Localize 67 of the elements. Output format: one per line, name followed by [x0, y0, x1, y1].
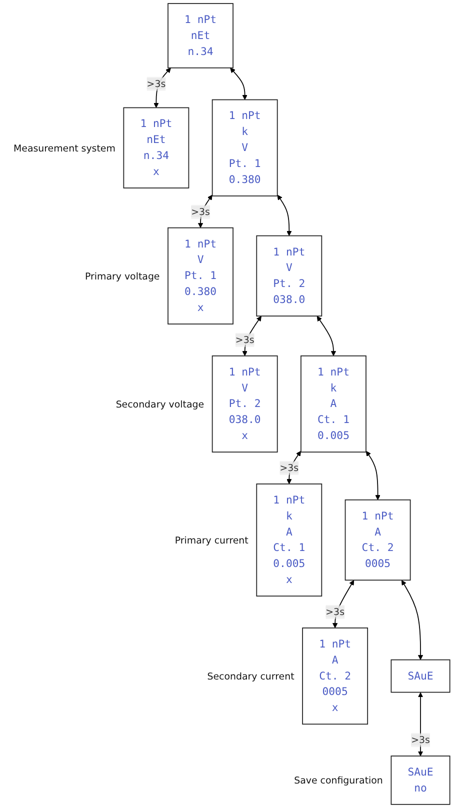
display-readout: 1 nPt V Pt. 1 0.380 x: [184, 236, 216, 316]
node-label: x: [152, 166, 160, 178]
display-readout: 1 nPt k V Pt. 1 0.380: [228, 108, 261, 188]
node-label: V: [197, 254, 204, 266]
node-label: 0.380: [228, 174, 261, 186]
edge-label: >3s: [146, 78, 166, 90]
node-label: 1 nPt: [317, 366, 350, 378]
edge-label: >3s: [280, 462, 298, 474]
node-label: 0.380: [184, 286, 216, 298]
edge-label: >3s: [410, 734, 430, 746]
node-label: x: [332, 702, 338, 714]
edge-label: >3s: [235, 334, 254, 346]
node-label: A: [286, 526, 292, 538]
node-label: 1 nPt: [184, 238, 216, 250]
node-label: V: [241, 142, 248, 154]
display-readout: SAuE no: [408, 765, 434, 796]
step-caption: Primary current: [174, 536, 248, 547]
node-label: Ct. 1: [272, 542, 305, 554]
node-label: 0.005: [317, 430, 350, 442]
display-readout: 1 nPt A Ct. 2 0005 x: [318, 637, 351, 716]
node-label: Pt. 1: [184, 270, 216, 282]
node-label: Ct. 2: [362, 542, 394, 554]
node-label: Ct. 1: [317, 414, 350, 426]
node-label: x: [197, 302, 204, 314]
node-label: k: [241, 126, 248, 138]
node-label: Ct. 2: [318, 670, 351, 682]
node-label: 1 nPt: [228, 110, 261, 122]
display-readout: 1 nPt k A Ct. 1 0.005 x: [272, 493, 305, 588]
node-label: A: [332, 654, 338, 666]
edge-label: >3s: [325, 606, 344, 618]
node-label: 038.0: [272, 294, 305, 306]
node-label: Pt. 1: [228, 158, 261, 170]
node-label: V: [241, 382, 248, 394]
node-label: A: [374, 526, 381, 538]
node-label: 0005: [322, 686, 348, 698]
edge-label: >3s: [190, 206, 210, 218]
node-label: nEt: [146, 134, 166, 146]
step-caption: Save configuration: [294, 776, 383, 787]
display-readout: SAuE: [408, 668, 434, 684]
node-label: x: [241, 430, 248, 442]
node-label: 0.005: [272, 558, 305, 570]
step-caption: Secondary current: [207, 672, 294, 683]
node-label: 1 nPt: [362, 510, 394, 522]
step-caption: Measurement system: [13, 143, 116, 154]
node-label: 1 nPt: [228, 366, 261, 378]
step-caption: Secondary voltage: [116, 400, 204, 411]
step-caption: Primary voltage: [84, 271, 160, 282]
node-label: V: [286, 262, 292, 274]
display-readout: 1 nPt V Pt. 2 038.0 x: [228, 364, 261, 444]
display-readout: 1 nPt nEt n.34 x: [140, 116, 172, 180]
display-readout: 1 nPt V Pt. 2 038.0: [272, 244, 305, 308]
node-label: 0005: [364, 558, 390, 570]
node-label: 1 nPt: [140, 118, 172, 130]
node-label: Pt. 2: [272, 278, 305, 290]
node-label: n.34: [143, 150, 169, 162]
node-label: x: [286, 574, 292, 586]
node-label: 038.0: [228, 414, 261, 426]
node-label: 1 nPt: [318, 638, 351, 650]
display-readout: 1 nPt k A Ct. 1 0.005: [317, 364, 350, 444]
node-label: A: [330, 398, 336, 410]
node-label: 1 nPt: [272, 246, 305, 258]
display-readout: 1 nPt nEt n.34: [184, 12, 216, 60]
node-label: k: [330, 382, 336, 394]
node-label: k: [286, 510, 292, 522]
node-label: Pt. 2: [228, 398, 261, 410]
node-label: 1 nPt: [272, 494, 305, 506]
display-readout: 1 nPt A Ct. 2 0005: [362, 508, 394, 572]
